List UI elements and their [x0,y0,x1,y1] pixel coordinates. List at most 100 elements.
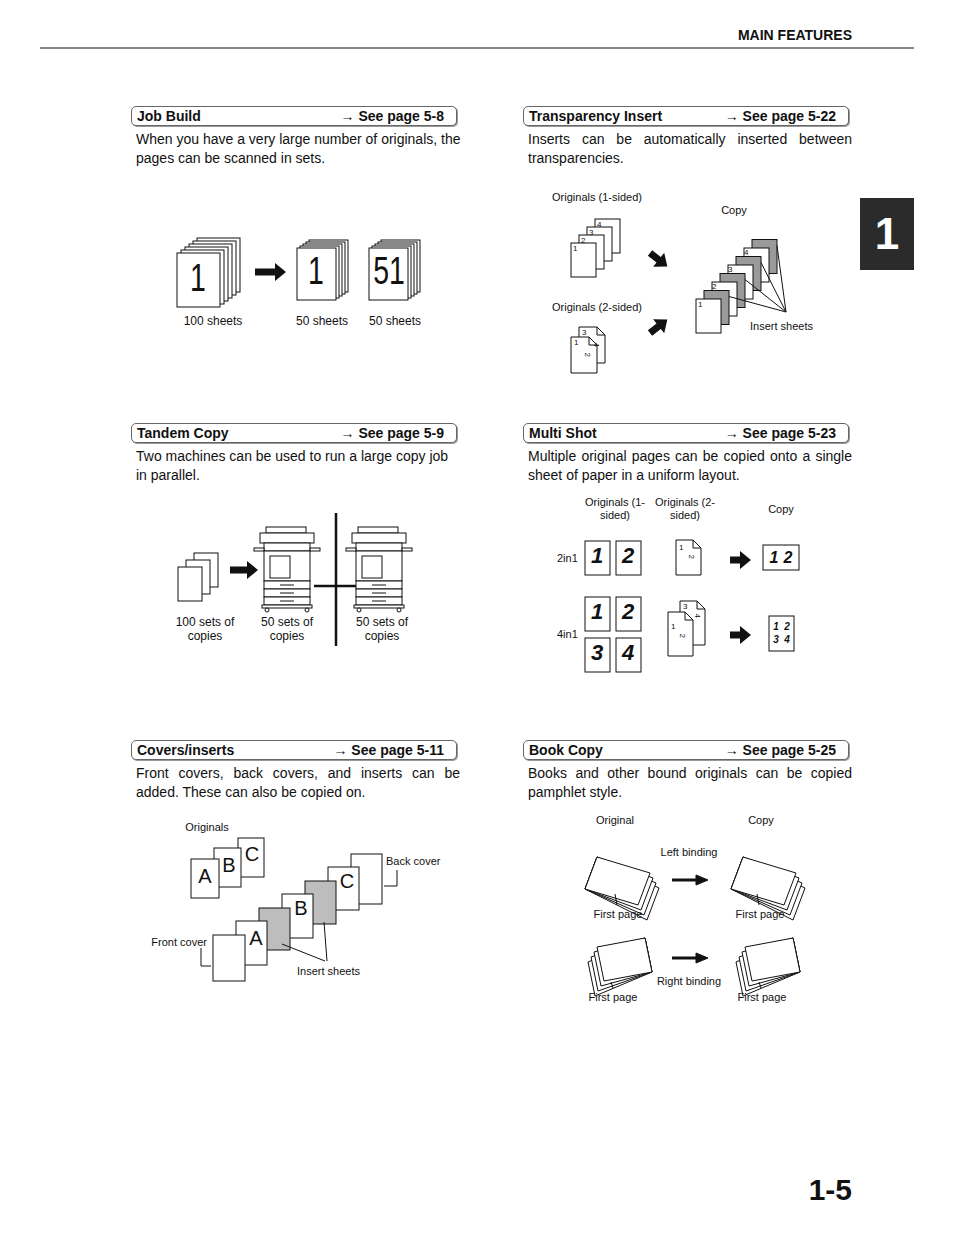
caption: Left binding [661,846,718,859]
leader-line [729,297,786,313]
page-number: 1 [773,621,779,633]
book-page [742,938,800,986]
page-number: 2 [581,236,585,246]
book-page [731,857,802,915]
book-cover [597,938,652,981]
sheet [178,567,202,601]
caster [265,608,269,612]
feature-heading: Tandem Copy→ See page 5-9 [131,423,457,443]
feature-heading: Transparency Insert→ See page 5-22 [523,106,849,126]
book-page [731,857,799,910]
page-number: 1 [190,259,206,297]
feature-title: Multi Shot [529,425,597,441]
book-page [739,938,800,991]
page-number: 4 [622,642,634,664]
page-number: 3 [582,328,586,338]
page-number: 1 [671,622,675,632]
paper-tray [264,581,310,589]
block-arrow [644,312,672,340]
caster [305,608,309,612]
block-arrow [230,561,258,579]
page-number: 1 [698,300,702,310]
page-number: 4 [591,343,601,347]
original-sheet [585,541,610,575]
page-number: 4 [744,248,748,258]
callout-label: Insert sheets [750,320,813,333]
page-number: 2 [784,548,793,567]
chapter-number: 1 [875,209,899,259]
book-cover [585,857,650,905]
page-number: 2 [784,621,790,633]
feature-heading: Book Copy→ See page 5-25 [523,740,849,760]
page-number: 2 [622,545,634,567]
page-number: 2 [712,282,716,292]
callout-label: First page [736,908,785,921]
layout-label: 2in1 [557,552,578,565]
caption: Right binding [657,975,721,988]
caption: 100 sets of copies [170,615,240,644]
page-number: 3 [728,265,732,275]
caption: Originals (1-sided) [585,496,645,522]
two-sided-sheet [571,337,597,373]
arrow-shaft [672,957,698,960]
arrow-shaft [672,879,698,882]
page-number: 1 [591,601,603,623]
original-sheet [616,638,641,672]
block-arrow [255,263,286,281]
block-arrow [730,626,751,644]
page-number: 51 [373,252,405,290]
original-sheet [238,838,264,877]
callout-label: First page [594,908,643,921]
front-door [270,556,290,578]
paper-tray [264,589,310,597]
copy-sheet [763,545,799,570]
page-reference: → See page 5-22 [725,108,836,124]
leader-line [282,944,325,961]
original-sheet [585,638,610,672]
callout-label: Insert sheets [297,965,360,978]
page-number: 2 [686,555,696,559]
page-number: 4 [597,220,601,230]
caption: Original [596,814,634,827]
tray-handle [280,601,294,602]
block-arrow [644,246,672,274]
page-number: 1 [591,545,603,567]
callout-label: First page [738,991,787,1004]
page-number: 2 [677,634,687,638]
original-sheet [616,597,641,631]
caster [357,608,361,612]
caption: 50 sets of copies [252,615,322,644]
block-arrow [730,551,751,569]
copier-base [354,605,404,608]
copier-base [262,605,312,608]
book-page [588,938,652,996]
separator-line [335,513,338,646]
feature-title: Tandem Copy [137,425,229,441]
leader-line [615,894,617,905]
folded-corner [597,327,605,335]
book-page [585,857,653,910]
copier-body [356,543,402,551]
feature-heading: Multi Shot → See page 5-23 [523,423,849,443]
feature-heading: Job Build→ See page 5-8 [131,106,457,126]
book-page [736,938,800,996]
tray-handle [280,593,294,594]
page-number: 2 [622,601,634,623]
page-number: 1 [308,252,324,290]
page-reference: → See page 5-23 [725,425,836,441]
caption: 50 sheets [369,314,421,328]
feature-description: When you have a very large number of ori… [136,130,462,168]
running-header: MAIN FEATURES [738,27,852,44]
sheet [571,243,596,277]
caption: 100 sheets [184,314,243,328]
folded-corner [693,540,701,548]
page-reference: → See page 5-25 [725,742,836,758]
header-rule [40,48,914,49]
feature-title: Covers/inserts [137,742,234,758]
page-number: 1 [770,548,779,567]
layout-label: 4in1 [557,628,578,641]
leader-line [777,246,786,313]
leader-line [384,870,397,886]
feature-description: Inserts can be automatically inserted be… [528,130,852,168]
page-number: 1 [573,244,577,254]
